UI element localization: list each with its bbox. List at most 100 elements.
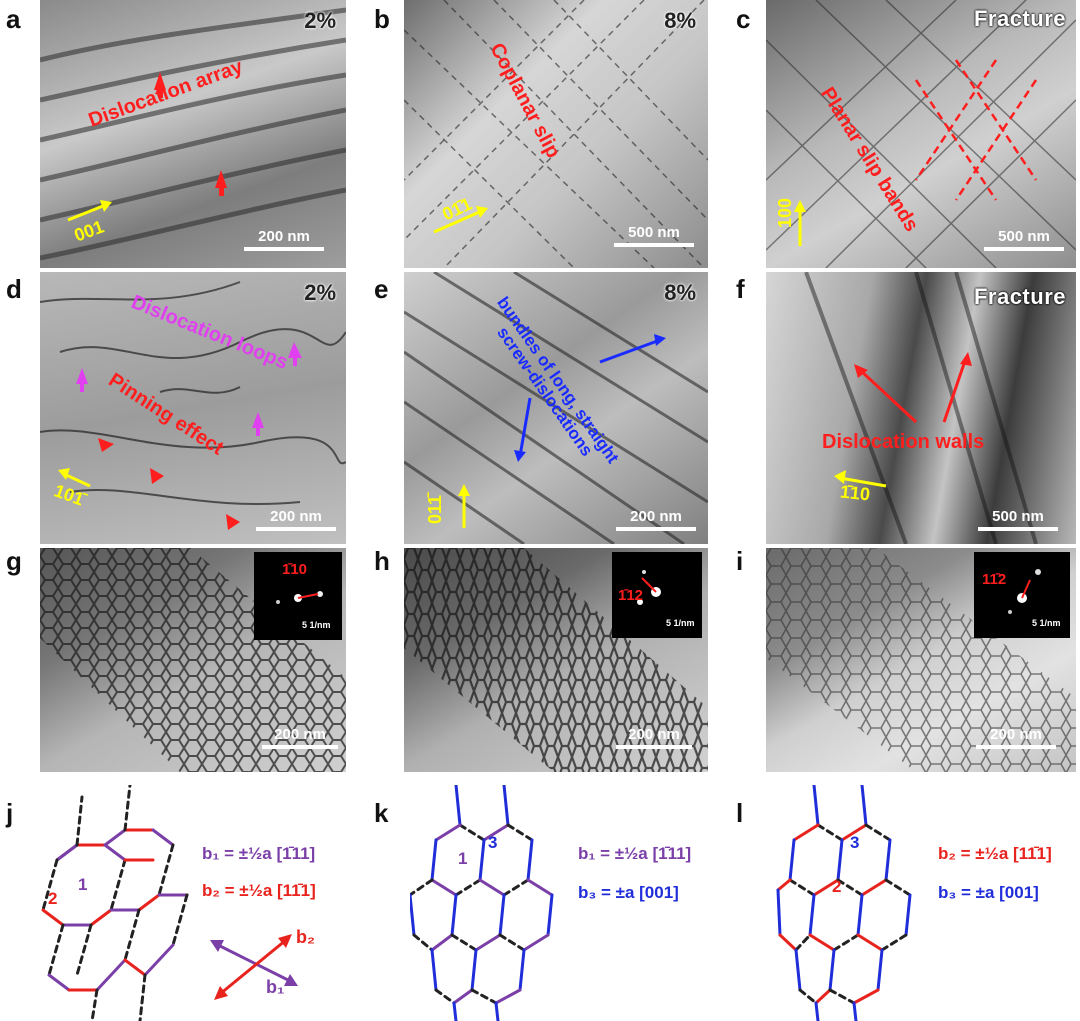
arrow-label-b2: b₂: [296, 927, 315, 947]
node-label-2-j: 2: [48, 889, 58, 908]
scale-bar-d: 200 nm: [256, 508, 336, 531]
elongated-network-texture: [404, 548, 708, 772]
red-arrows: [98, 438, 240, 530]
diffraction-inset-h: 1̄12 5 1/nm: [612, 552, 702, 638]
panel-letter-i: i: [736, 546, 744, 576]
strain-label-d: 2%: [304, 280, 336, 305]
hex-network-schematic-j: [41, 785, 189, 1021]
scale-bar-b: 500 nm: [614, 224, 694, 247]
hexagonal-network-texture: [40, 548, 346, 772]
hex-network-schematic-l: [776, 785, 912, 1021]
scale-text-a: 200 nm: [258, 228, 310, 245]
scale-text-d: 200 nm: [270, 508, 322, 525]
hex-network-schematic-k: [410, 785, 554, 1021]
tem-image-g: 1̄10 5 1/nm 200 nm: [40, 548, 346, 772]
scale-bar-c: 500 nm: [984, 228, 1064, 251]
strain-label-c: Fracture: [973, 6, 1066, 31]
strain-label-b: 8%: [664, 8, 696, 33]
red-arrow-icon: [215, 170, 227, 188]
scale-bar-g: 200 nm: [262, 726, 338, 749]
label-dislocation-walls: Dislocation walls: [822, 431, 985, 453]
regular-network-texture: [766, 548, 1076, 772]
direction-arrow-icon: [63, 472, 91, 488]
tem-image-a: 2% Dislocation array 001 200 nm: [40, 0, 346, 268]
direction-arrow-icon: [839, 476, 887, 488]
diffraction-pattern: [637, 570, 661, 605]
direction-arrow-icon: [433, 208, 485, 234]
diffraction-pattern: [1008, 569, 1041, 614]
tem-image-d: 2% Dislocation loops Pinning effect 101̄…: [40, 272, 346, 544]
inset-h-vector: 1̄12: [618, 587, 644, 604]
panel-letter-b: b: [374, 4, 390, 34]
direction-label-f: 1̄10: [839, 481, 872, 505]
tem-image-c: Fracture Planar slip bands 100 500 nm: [766, 0, 1076, 268]
inset-g-vector: 1̄10: [282, 561, 308, 578]
dislocation-loops-texture: [40, 281, 346, 530]
dashed-slip-lines: [914, 59, 1038, 201]
panel-letter-k: k: [374, 798, 389, 828]
panel-letter-e: e: [374, 274, 389, 304]
red-arrow-icon: [858, 368, 918, 424]
strain-label-e: 8%: [664, 280, 696, 305]
scale-text-c: 500 nm: [998, 228, 1050, 245]
scale-bar-f: 500 nm: [978, 508, 1058, 531]
inset-scale-h: 5 1/nm: [666, 618, 695, 628]
diffraction-inset-g: 1̄10 5 1/nm: [254, 552, 342, 640]
node-label-1-k: 1: [458, 849, 468, 868]
direction-label-c: 100: [775, 197, 795, 228]
magenta-arrows: [76, 342, 302, 436]
diffraction-pattern: [276, 591, 323, 604]
scale-text-e: 200 nm: [630, 508, 682, 525]
dislocation-array-texture: [40, 7, 346, 261]
scale-bar-i: 200 nm: [976, 726, 1056, 749]
node-label-1-j: 1: [78, 875, 88, 894]
tem-image-b: 8% Coplanar slip 01̄1 500 nm: [404, 0, 708, 268]
panel-letter-j: j: [6, 798, 14, 828]
direction-arrow-icon: [67, 202, 109, 222]
red-arrow-icon: [154, 72, 166, 90]
node-label-2-l: 2: [832, 877, 842, 896]
node-label-3-l: 3: [850, 833, 860, 852]
panel-letter-c: c: [736, 4, 751, 34]
arrow-label-b1: b₁: [266, 977, 285, 997]
burgers-eq-b1-k: b₁ = ±½a [1̄11]: [578, 844, 692, 863]
diffraction-inset-i: 11̄2 5 1/nm: [974, 552, 1070, 638]
scale-bar-a: 200 nm: [244, 228, 324, 251]
panel-letter-g: g: [6, 546, 22, 576]
tem-image-i: 11̄2 5 1/nm 200 nm: [766, 548, 1076, 772]
burgers-eq-b3-l: b₃ = ±a [001]: [938, 883, 1039, 902]
burgers-vector-arrows: [210, 934, 298, 1000]
tem-image-f: Fracture Dislocation walls 1̄10 500 nm: [766, 272, 1076, 544]
burgers-eq-b2-l: b₂ = ±½a [11̄1]: [938, 844, 1052, 863]
burgers-eq-b3-k: b₃ = ±a [001]: [578, 883, 679, 902]
burgers-eq-b2-j: b₂ = ±½a [11̄1]: [202, 881, 316, 900]
blue-arrow-icon: [518, 397, 532, 457]
dislocation-walls-texture: [804, 272, 1038, 544]
inset-i-vector: 11̄2: [982, 571, 1007, 588]
red-arrow-icon: [942, 357, 968, 423]
inset-scale-i: 5 1/nm: [1032, 618, 1061, 628]
panel-letter-l: l: [736, 798, 744, 828]
screw-dislocation-texture: [404, 272, 708, 544]
panel-letter-d: d: [6, 274, 22, 304]
strain-label-f: Fracture: [973, 284, 1066, 309]
scale-text-f: 500 nm: [992, 508, 1044, 525]
scale-text-h: 200 nm: [628, 726, 680, 743]
direction-label-e: 011̄: [425, 494, 445, 524]
inset-scale-g: 5 1/nm: [302, 620, 331, 630]
scale-text-g: 200 nm: [274, 726, 326, 743]
slip-bands-texture: [766, 0, 1076, 268]
coplanar-slip-texture: [404, 0, 708, 268]
tem-image-e: 8% bundles of long, straight screw-dislo…: [404, 272, 708, 544]
scale-bar-e: 200 nm: [616, 508, 696, 531]
scale-text-b: 500 nm: [628, 224, 680, 241]
scale-text-i: 200 nm: [990, 726, 1042, 743]
node-label-3-k: 3: [488, 833, 498, 852]
tem-image-h: 1̄12 5 1/nm 200 nm: [404, 548, 708, 772]
scale-bar-h: 200 nm: [616, 726, 692, 749]
strain-label-a: 2%: [304, 8, 336, 33]
panel-letter-a: a: [6, 4, 21, 34]
blue-arrow-icon: [599, 338, 661, 364]
burgers-eq-b1-j: b₁ = ±½a [1̄11]: [202, 844, 316, 863]
panel-letter-f: f: [736, 274, 745, 304]
